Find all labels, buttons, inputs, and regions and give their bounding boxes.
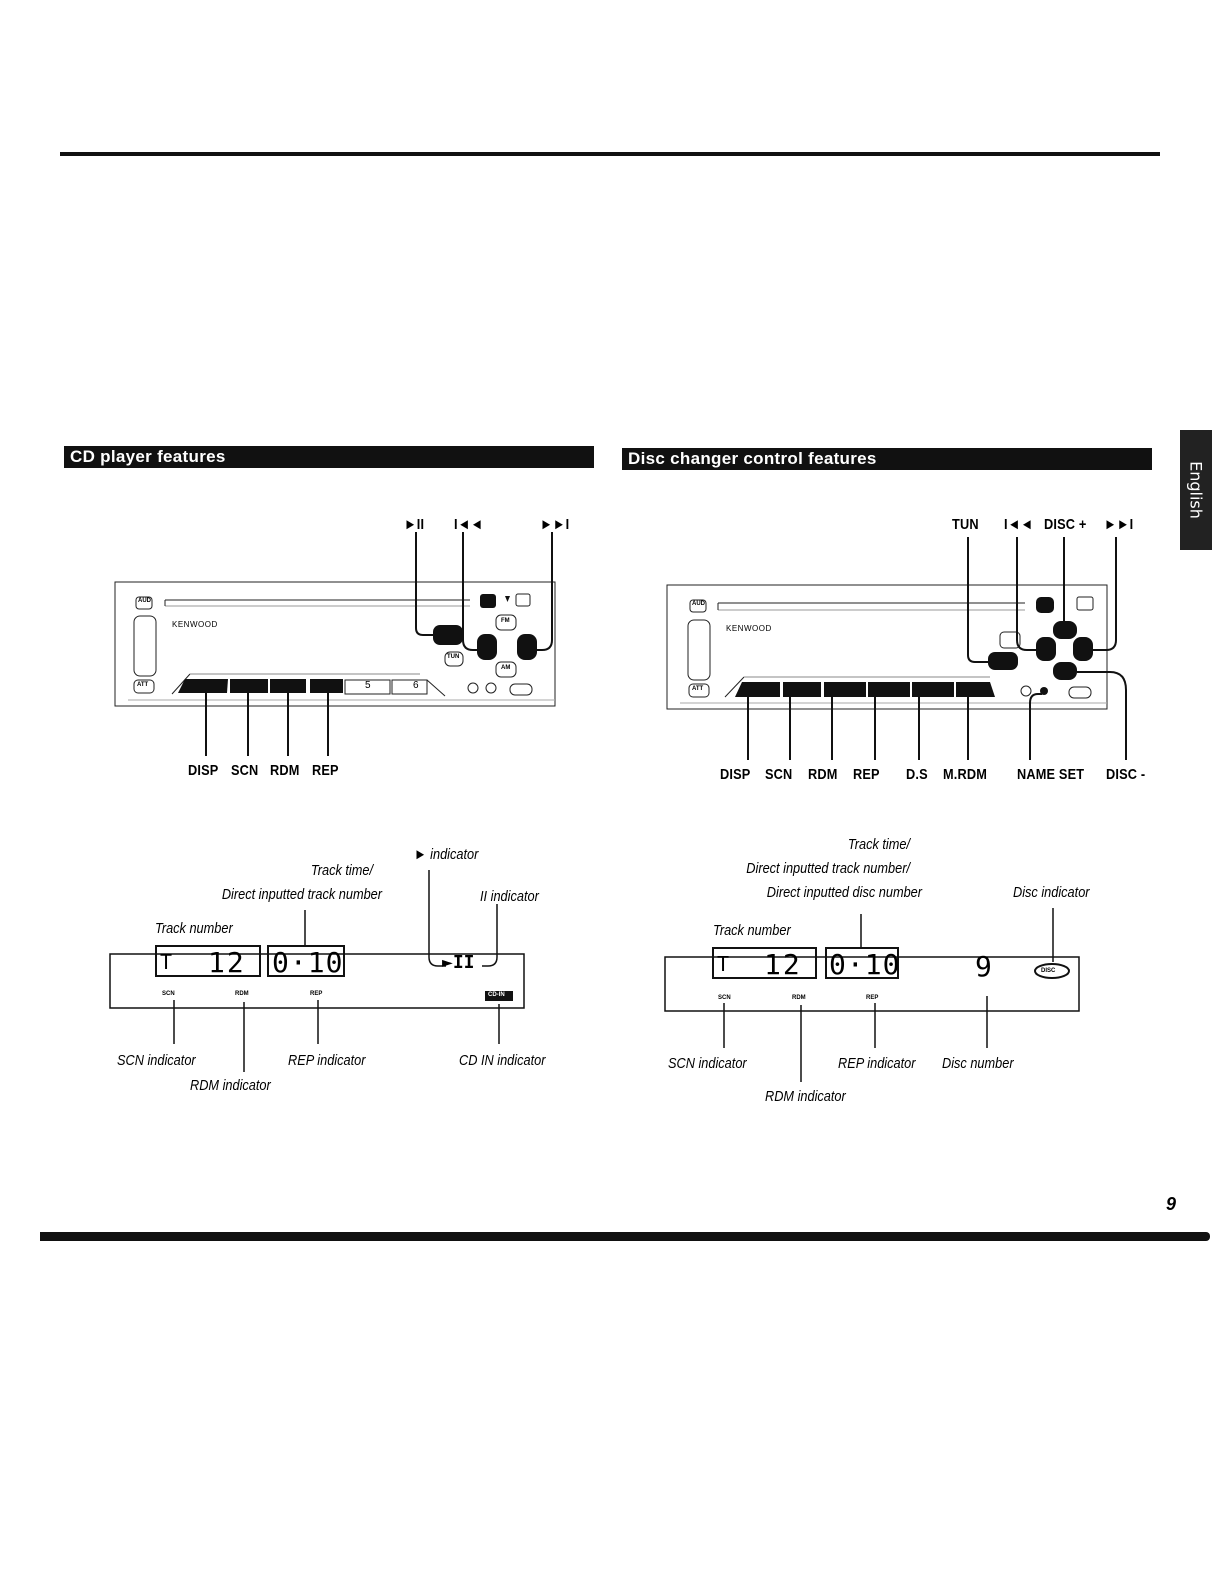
rdm-indicator-callout: RDM indicator	[190, 1077, 271, 1094]
cd-lcd-track-number: 12	[208, 946, 246, 979]
track-number-callout: Track number	[155, 920, 233, 937]
changer-lcd-track-letter: T	[717, 952, 730, 976]
cd-lcd-leaders	[173, 870, 500, 1072]
changer-rdm-label: RDM	[808, 766, 838, 783]
cd-player-section-header: CD player features	[64, 446, 594, 468]
cd-unit-faceplate	[114, 581, 556, 707]
cd-lcd-frame	[109, 945, 525, 1009]
disc-changer-section-title: Disc changer control features	[628, 449, 877, 468]
att-button-label: ATT	[137, 682, 149, 688]
changer-unit-brand: KENWOOD	[726, 624, 772, 633]
tun-button-label: TUN	[447, 654, 460, 660]
changer-track-time-callout: Track time/	[847, 836, 910, 853]
changer-scn-indicator-callout: SCN indicator	[668, 1055, 747, 1072]
changer-previous-label: I◄◄	[1004, 516, 1034, 533]
changer-top-leader-lines	[967, 537, 1117, 663]
changer-lcd-scn: SCN	[718, 995, 731, 1001]
disc-icon-badge	[1034, 963, 1070, 979]
rep-indicator-callout: REP indicator	[288, 1052, 366, 1069]
cd-lcd-rdm: RDM	[235, 991, 249, 997]
changer-lcd-disc-number: 9	[975, 950, 992, 983]
page-number: 9	[1166, 1194, 1177, 1214]
changer-direct-disc-callout: Direct inputted disc number	[766, 884, 922, 901]
changer-rdm-indicator-callout: RDM indicator	[765, 1088, 846, 1105]
changer-unit-faceplate	[666, 584, 1108, 710]
cd-bottom-leader-lines	[205, 693, 329, 756]
changer-lcd-time: 0·10	[829, 948, 901, 981]
cd-player-section-title: CD player features	[70, 447, 226, 466]
track-time-callout: Track time/	[310, 862, 373, 879]
play-pause-label: ►II	[404, 516, 425, 533]
disp-label: DISP	[188, 762, 219, 779]
disc-plus-label: DISC +	[1044, 516, 1087, 533]
changer-scn-label: SCN	[765, 766, 793, 783]
cd-top-leader-lines	[415, 532, 553, 651]
tun-label: TUN	[952, 516, 979, 533]
changer-aud-button-label: AUD	[692, 601, 705, 607]
top-rule	[60, 152, 1160, 156]
disc-changer-section-header: Disc changer control features	[622, 448, 1152, 470]
cd-lcd-scn: SCN	[162, 991, 175, 997]
play-indicator-callout: ► indicator	[414, 846, 479, 863]
changer-rep-label: REP	[853, 766, 880, 783]
next-track-label: ►►I	[540, 516, 570, 533]
aud-button-label: AUD	[138, 598, 151, 604]
name-set-label: NAME SET	[1017, 766, 1085, 783]
changer-lcd-track-number: 12	[764, 948, 802, 981]
cd-lcd-play-pause: ►II	[442, 952, 475, 973]
rep-label: REP	[312, 762, 339, 779]
cd-lcd-track-letter: T	[160, 950, 173, 974]
pause-indicator-callout: II indicator	[480, 888, 539, 905]
scn-indicator-callout: SCN indicator	[117, 1052, 196, 1069]
cdin-indicator-callout: CD IN indicator	[459, 1052, 546, 1069]
cd-unit-buttons	[178, 594, 537, 693]
changer-next-label: ►►I	[1104, 516, 1134, 533]
changer-bottom-leader-lines	[747, 671, 1127, 760]
fm-button-label: FM	[501, 618, 510, 624]
disc-minus-label: DISC -	[1106, 766, 1146, 783]
mrdm-label: M.RDM	[943, 766, 988, 783]
cd-unit-brand: KENWOOD	[172, 620, 218, 629]
am-button-label: AM	[501, 665, 511, 671]
changer-rep-indicator-callout: REP indicator	[838, 1055, 916, 1072]
changer-att-button-label: ATT	[692, 686, 704, 692]
ds-label: D.S	[906, 766, 928, 783]
rdm-label: RDM	[270, 762, 300, 779]
preset-6-label: 6	[413, 680, 419, 691]
disc-indicator-callout: Disc indicator	[1013, 884, 1090, 901]
scn-label: SCN	[231, 762, 259, 779]
cd-lcd-rep: REP	[310, 991, 323, 997]
changer-track-number-callout: Track number	[713, 922, 791, 939]
direct-track-callout: Direct inputted track number	[221, 886, 382, 903]
disc-number-callout: Disc number	[942, 1055, 1014, 1072]
previous-track-label: I◄◄	[454, 516, 484, 533]
preset-5-label: 5	[365, 680, 371, 691]
changer-disp-label: DISP	[720, 766, 751, 783]
changer-unit-buttons	[735, 597, 1093, 697]
changer-lcd-rep: REP	[866, 995, 879, 1001]
changer-direct-track-callout: Direct inputted track number/	[746, 860, 910, 877]
changer-lcd-rdm: RDM	[792, 995, 806, 1001]
changer-lcd-frame	[664, 947, 1080, 1012]
language-tab: English	[1180, 430, 1212, 550]
bottom-rule	[40, 1232, 1210, 1241]
changer-lcd-leaders	[723, 908, 1054, 1082]
cd-lcd-cdin: CD-IN	[488, 992, 505, 998]
cd-lcd-time: 0·10	[272, 946, 344, 979]
cd-in-badge	[485, 991, 513, 1001]
changer-lcd-disc-icon: DISC	[1041, 968, 1056, 974]
